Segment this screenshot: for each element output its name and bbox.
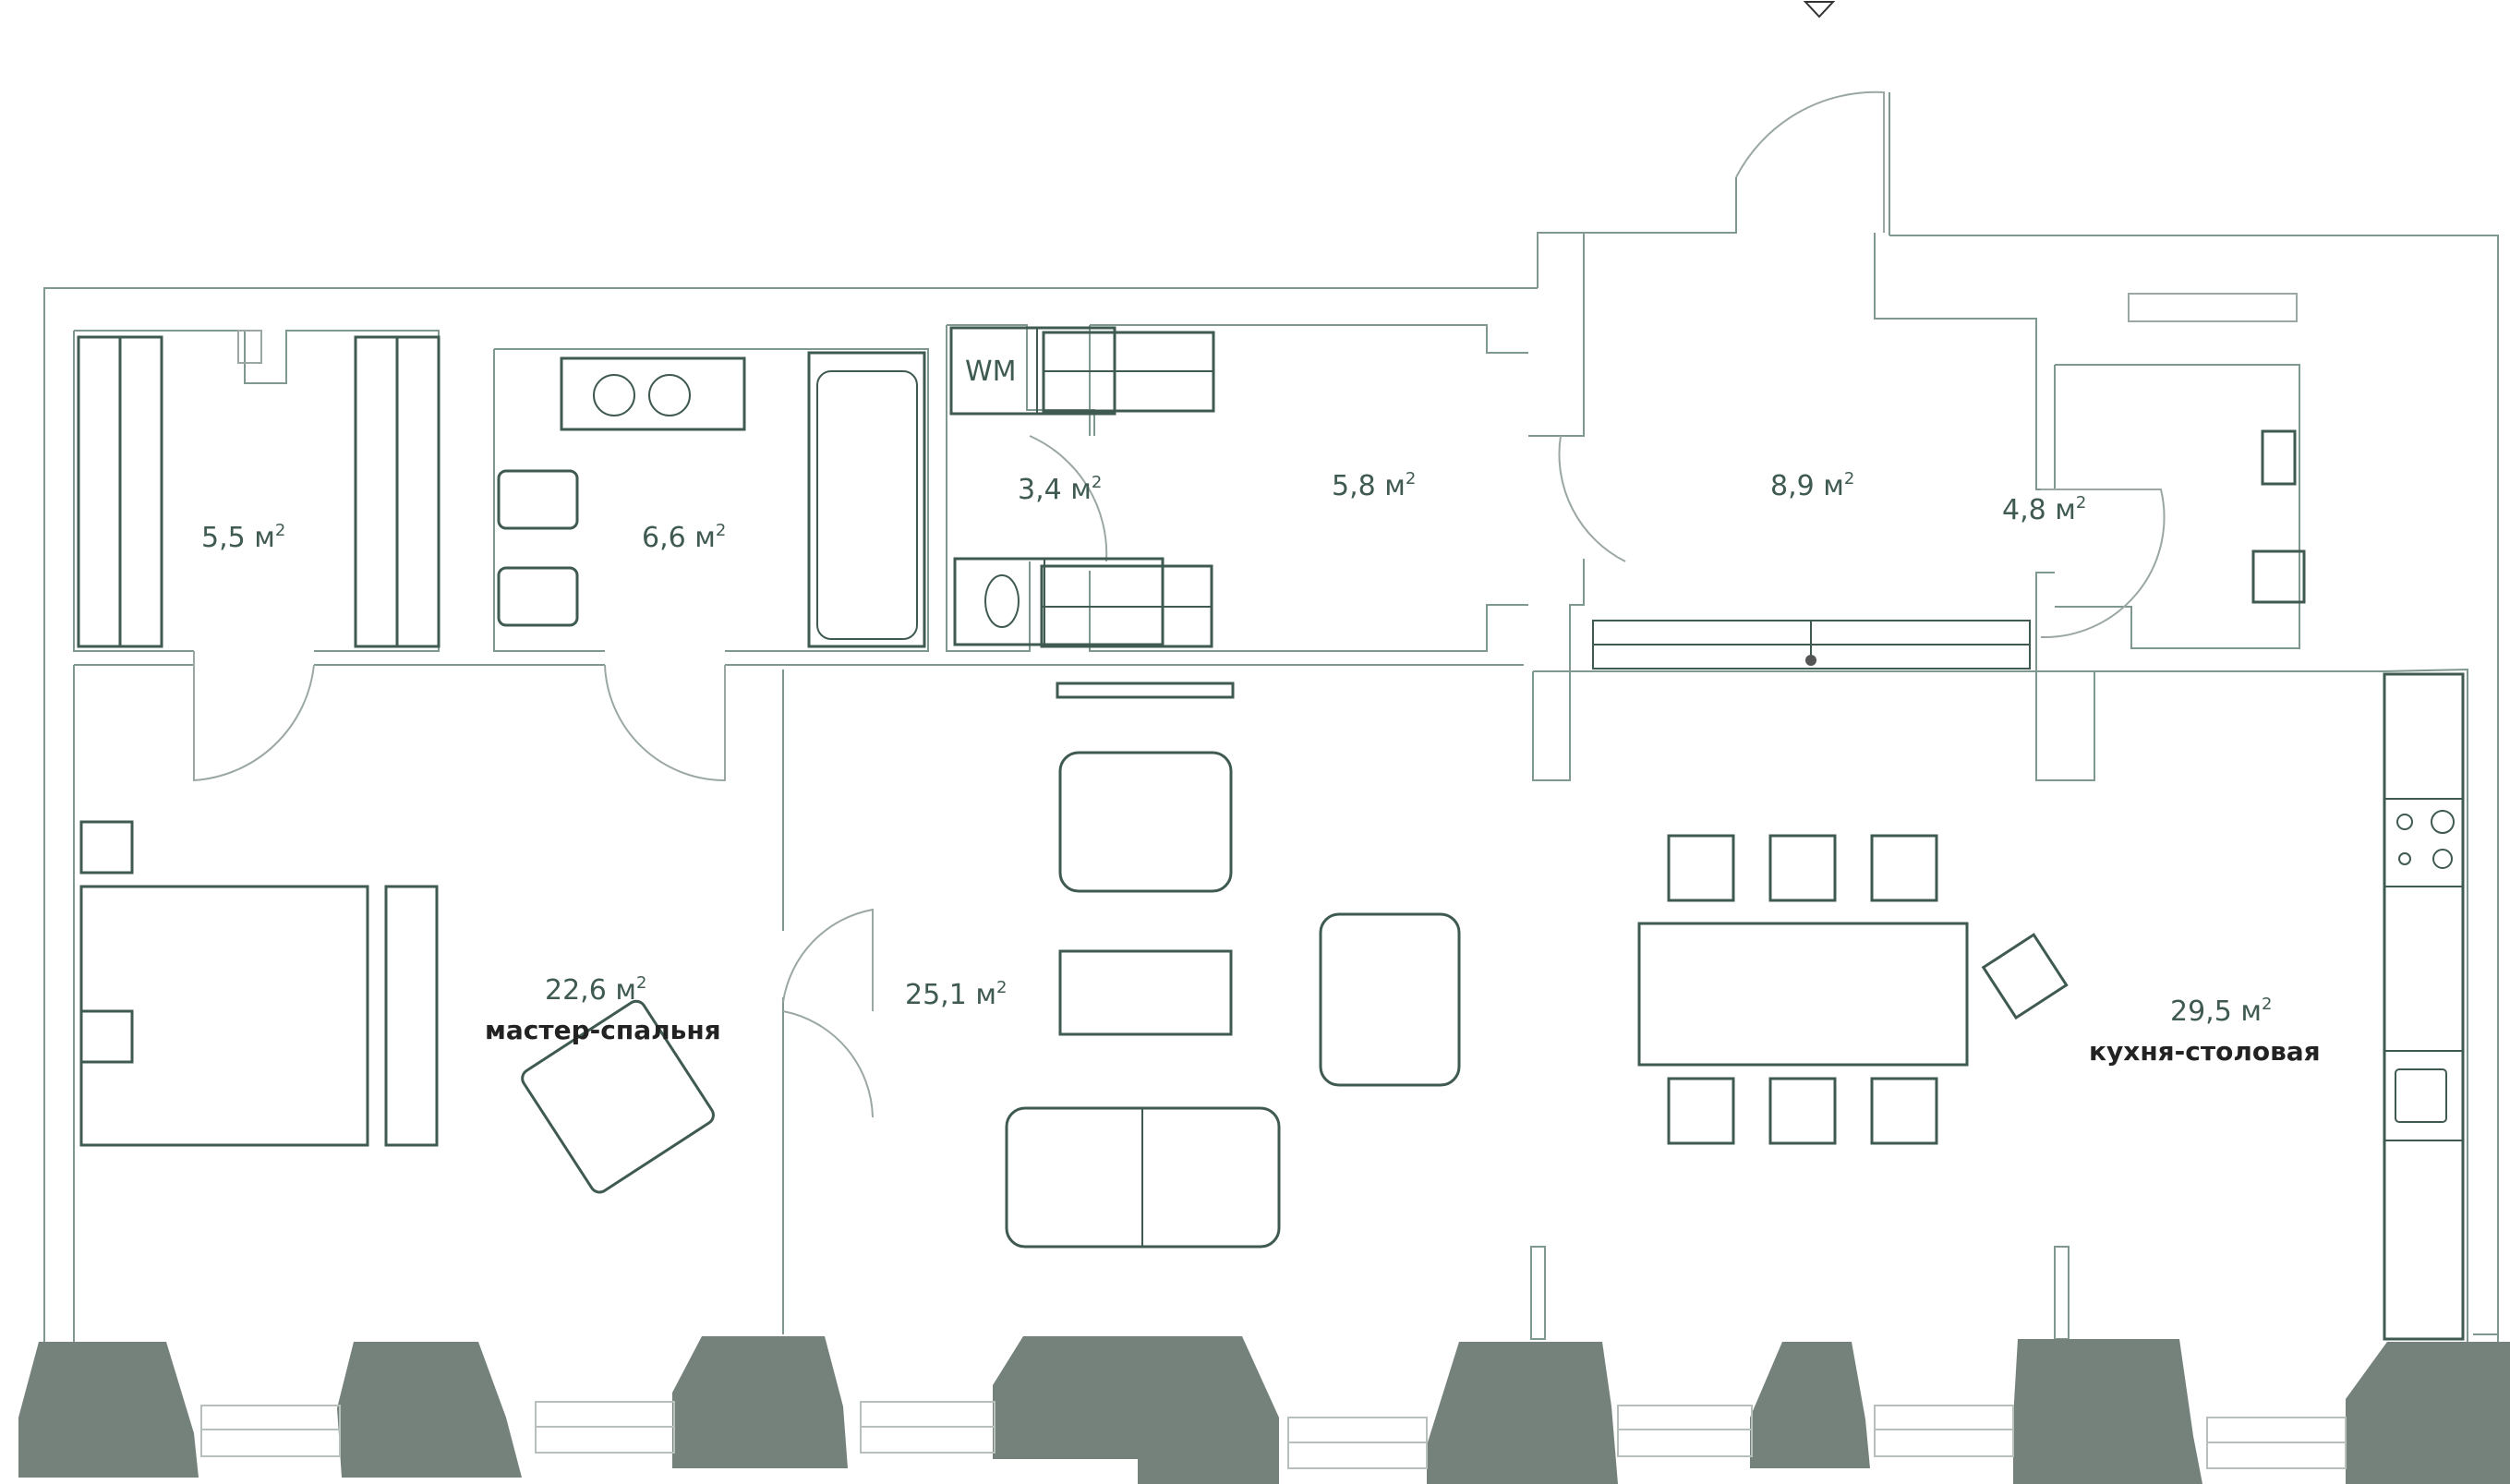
bathroom-fixtures xyxy=(497,351,926,648)
washer-label: WM xyxy=(965,356,1017,388)
door-entrance xyxy=(1735,90,1885,233)
kitchen-counter-icon xyxy=(2383,672,2465,1341)
vent-wardrobe xyxy=(237,330,262,364)
dining-table-icon xyxy=(1637,922,1969,1067)
dryer-icon xyxy=(953,557,1164,646)
area-wc: 4,8 м2 xyxy=(2002,493,2086,526)
chair-icon xyxy=(1870,1077,1938,1145)
nightstand-icon xyxy=(79,820,134,875)
area-laundry: 3,4 м2 xyxy=(1018,473,1102,506)
name-kitchen-dining: кухня-столовая xyxy=(2089,1036,2321,1067)
bed-icon xyxy=(79,885,369,1147)
tv-icon xyxy=(1056,682,1235,699)
bidet-icon xyxy=(497,566,579,627)
door-wc xyxy=(2040,489,2166,639)
door-wardrobe xyxy=(193,651,315,782)
area-kitchen-dining: 29,5 м2 xyxy=(2170,995,2272,1028)
door-dressing xyxy=(1558,435,1626,562)
wc-fixtures xyxy=(2128,293,2306,604)
name-master-bedroom: мастер-спальня xyxy=(485,1015,721,1045)
area-living: 25,1 м2 xyxy=(905,978,1007,1011)
chair-icon xyxy=(1768,834,1837,902)
door-laundry xyxy=(1029,435,1108,562)
walls xyxy=(43,92,2499,1344)
facade xyxy=(18,1336,2510,1484)
hall-closet xyxy=(1592,620,2031,670)
sink-icon xyxy=(2251,549,2306,604)
dresser-icon xyxy=(384,885,439,1147)
toilet-icon xyxy=(2261,429,2297,486)
nightstand-icon xyxy=(79,1009,134,1064)
door-bathroom xyxy=(604,664,726,782)
coffee-table-icon xyxy=(1058,949,1233,1036)
entrance-triangle-icon xyxy=(1803,1,1836,18)
dressing-racks xyxy=(1040,331,1215,648)
room-labels: 5,5 м2 6,6 м2 3,4 м2 5,8 м2 8,9 м2 4,8 м… xyxy=(201,469,2321,1067)
chair-icon xyxy=(1667,1077,1735,1145)
dining-furniture xyxy=(1637,672,2465,1341)
area-bathroom: 6,6 м2 xyxy=(642,521,726,554)
area-hall: 8,9 м2 xyxy=(1770,469,1854,502)
chair-icon xyxy=(1870,834,1938,902)
area-wardrobe: 5,5 м2 xyxy=(201,521,285,554)
toilet-icon xyxy=(497,469,579,530)
armchair-icon xyxy=(521,999,715,1194)
bedroom-furniture xyxy=(79,820,715,1194)
bathtub-icon xyxy=(807,351,926,648)
armchair-icon xyxy=(1058,751,1233,893)
door-bedroom-top xyxy=(782,908,874,1011)
chair-icon xyxy=(1981,933,2069,1020)
door-bedroom-bottom xyxy=(782,1010,874,1118)
area-master-bedroom: 22,6 м2 xyxy=(545,973,646,1007)
kitchen-sink-icon xyxy=(2395,1068,2447,1123)
area-dressing: 5,8 м2 xyxy=(1332,469,1416,502)
chair-icon xyxy=(1768,1077,1837,1145)
armchair-icon xyxy=(1319,912,1461,1087)
chair-icon xyxy=(1667,834,1735,902)
living-furniture xyxy=(1005,751,1461,1249)
doors xyxy=(193,90,2166,1118)
wardrobe-shelves xyxy=(77,335,440,648)
